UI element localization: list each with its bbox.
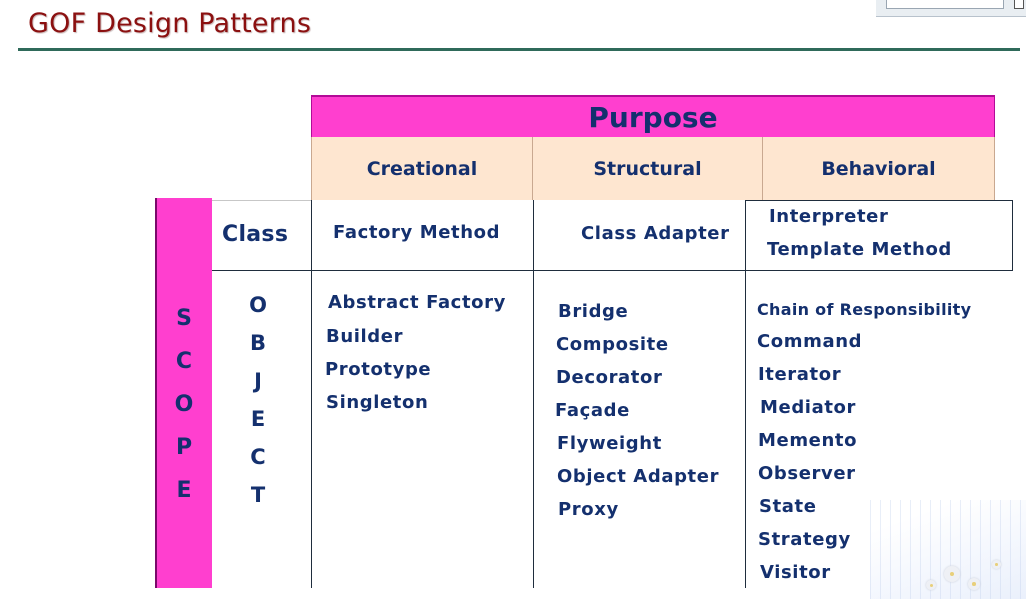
- pattern-bridge: Bridge: [558, 301, 629, 322]
- pattern-chain-of-responsibility: Chain of Responsibility: [757, 300, 972, 319]
- pattern-class-adapter: Class Adapter: [581, 223, 730, 244]
- pattern-state: State: [759, 496, 817, 517]
- object-letter: T: [250, 483, 266, 507]
- header-behavioral: Behavioral: [763, 137, 995, 200]
- flower-decoration: [944, 566, 960, 582]
- grid-line: [745, 200, 746, 588]
- object-letter: J: [254, 369, 262, 393]
- pattern-proxy: Proxy: [558, 499, 619, 520]
- pattern-observer: Observer: [758, 463, 856, 484]
- pattern-flyweight: Flyweight: [557, 433, 662, 454]
- title-divider: [18, 48, 1020, 51]
- object-letter: E: [250, 407, 266, 431]
- grid-line: [745, 200, 1013, 201]
- row-label-class: Class: [222, 222, 289, 247]
- scope-column: S C O P E: [155, 198, 212, 588]
- object-letter: O: [249, 293, 267, 317]
- object-letter: C: [250, 445, 266, 469]
- slide-title: GOF Design Patterns: [28, 8, 312, 39]
- grid-line: [311, 200, 312, 588]
- pattern-decorator: Decorator: [556, 367, 663, 388]
- pattern-template-method: Template Method: [767, 239, 952, 260]
- scope-letter: C: [175, 349, 193, 374]
- flower-decoration: [992, 560, 1001, 569]
- pattern-abstract-factory: Abstract Factory: [328, 292, 506, 313]
- grid-line: [533, 200, 534, 588]
- pattern-strategy: Strategy: [758, 529, 851, 550]
- pattern-facade: Façade: [555, 400, 630, 421]
- header-structural: Structural: [533, 137, 763, 200]
- pattern-prototype: Prototype: [325, 359, 432, 380]
- scope-letter: P: [175, 435, 193, 460]
- grid-line: [212, 200, 312, 201]
- pattern-singleton: Singleton: [326, 392, 429, 413]
- pattern-interpreter: Interpreter: [769, 206, 889, 227]
- pattern-memento: Memento: [758, 430, 858, 451]
- flower-decoration: [926, 580, 936, 590]
- grid-line: [1012, 200, 1013, 271]
- pattern-iterator: Iterator: [758, 364, 842, 385]
- header-creational: Creational: [311, 137, 533, 200]
- flower-decoration: [968, 578, 980, 590]
- toolbar-checkbox[interactable]: [1014, 0, 1024, 9]
- pattern-factory-method: Factory Method: [333, 222, 501, 243]
- purpose-header: Purpose: [311, 95, 995, 137]
- scope-letter: O: [174, 392, 194, 417]
- grid-line: [212, 270, 1013, 271]
- pattern-visitor: Visitor: [760, 562, 831, 583]
- scope-letter: S: [176, 306, 192, 331]
- pattern-composite: Composite: [556, 334, 669, 355]
- toolbar-strip: [876, 0, 1026, 17]
- background-decoration: [870, 500, 1026, 599]
- toolbar-field[interactable]: [886, 0, 1004, 9]
- pattern-command: Command: [757, 331, 863, 352]
- pattern-mediator: Mediator: [760, 397, 856, 418]
- pattern-builder: Builder: [326, 326, 404, 347]
- scope-letter: E: [176, 478, 192, 503]
- object-letter: B: [249, 331, 266, 355]
- pattern-object-adapter: Object Adapter: [557, 466, 720, 487]
